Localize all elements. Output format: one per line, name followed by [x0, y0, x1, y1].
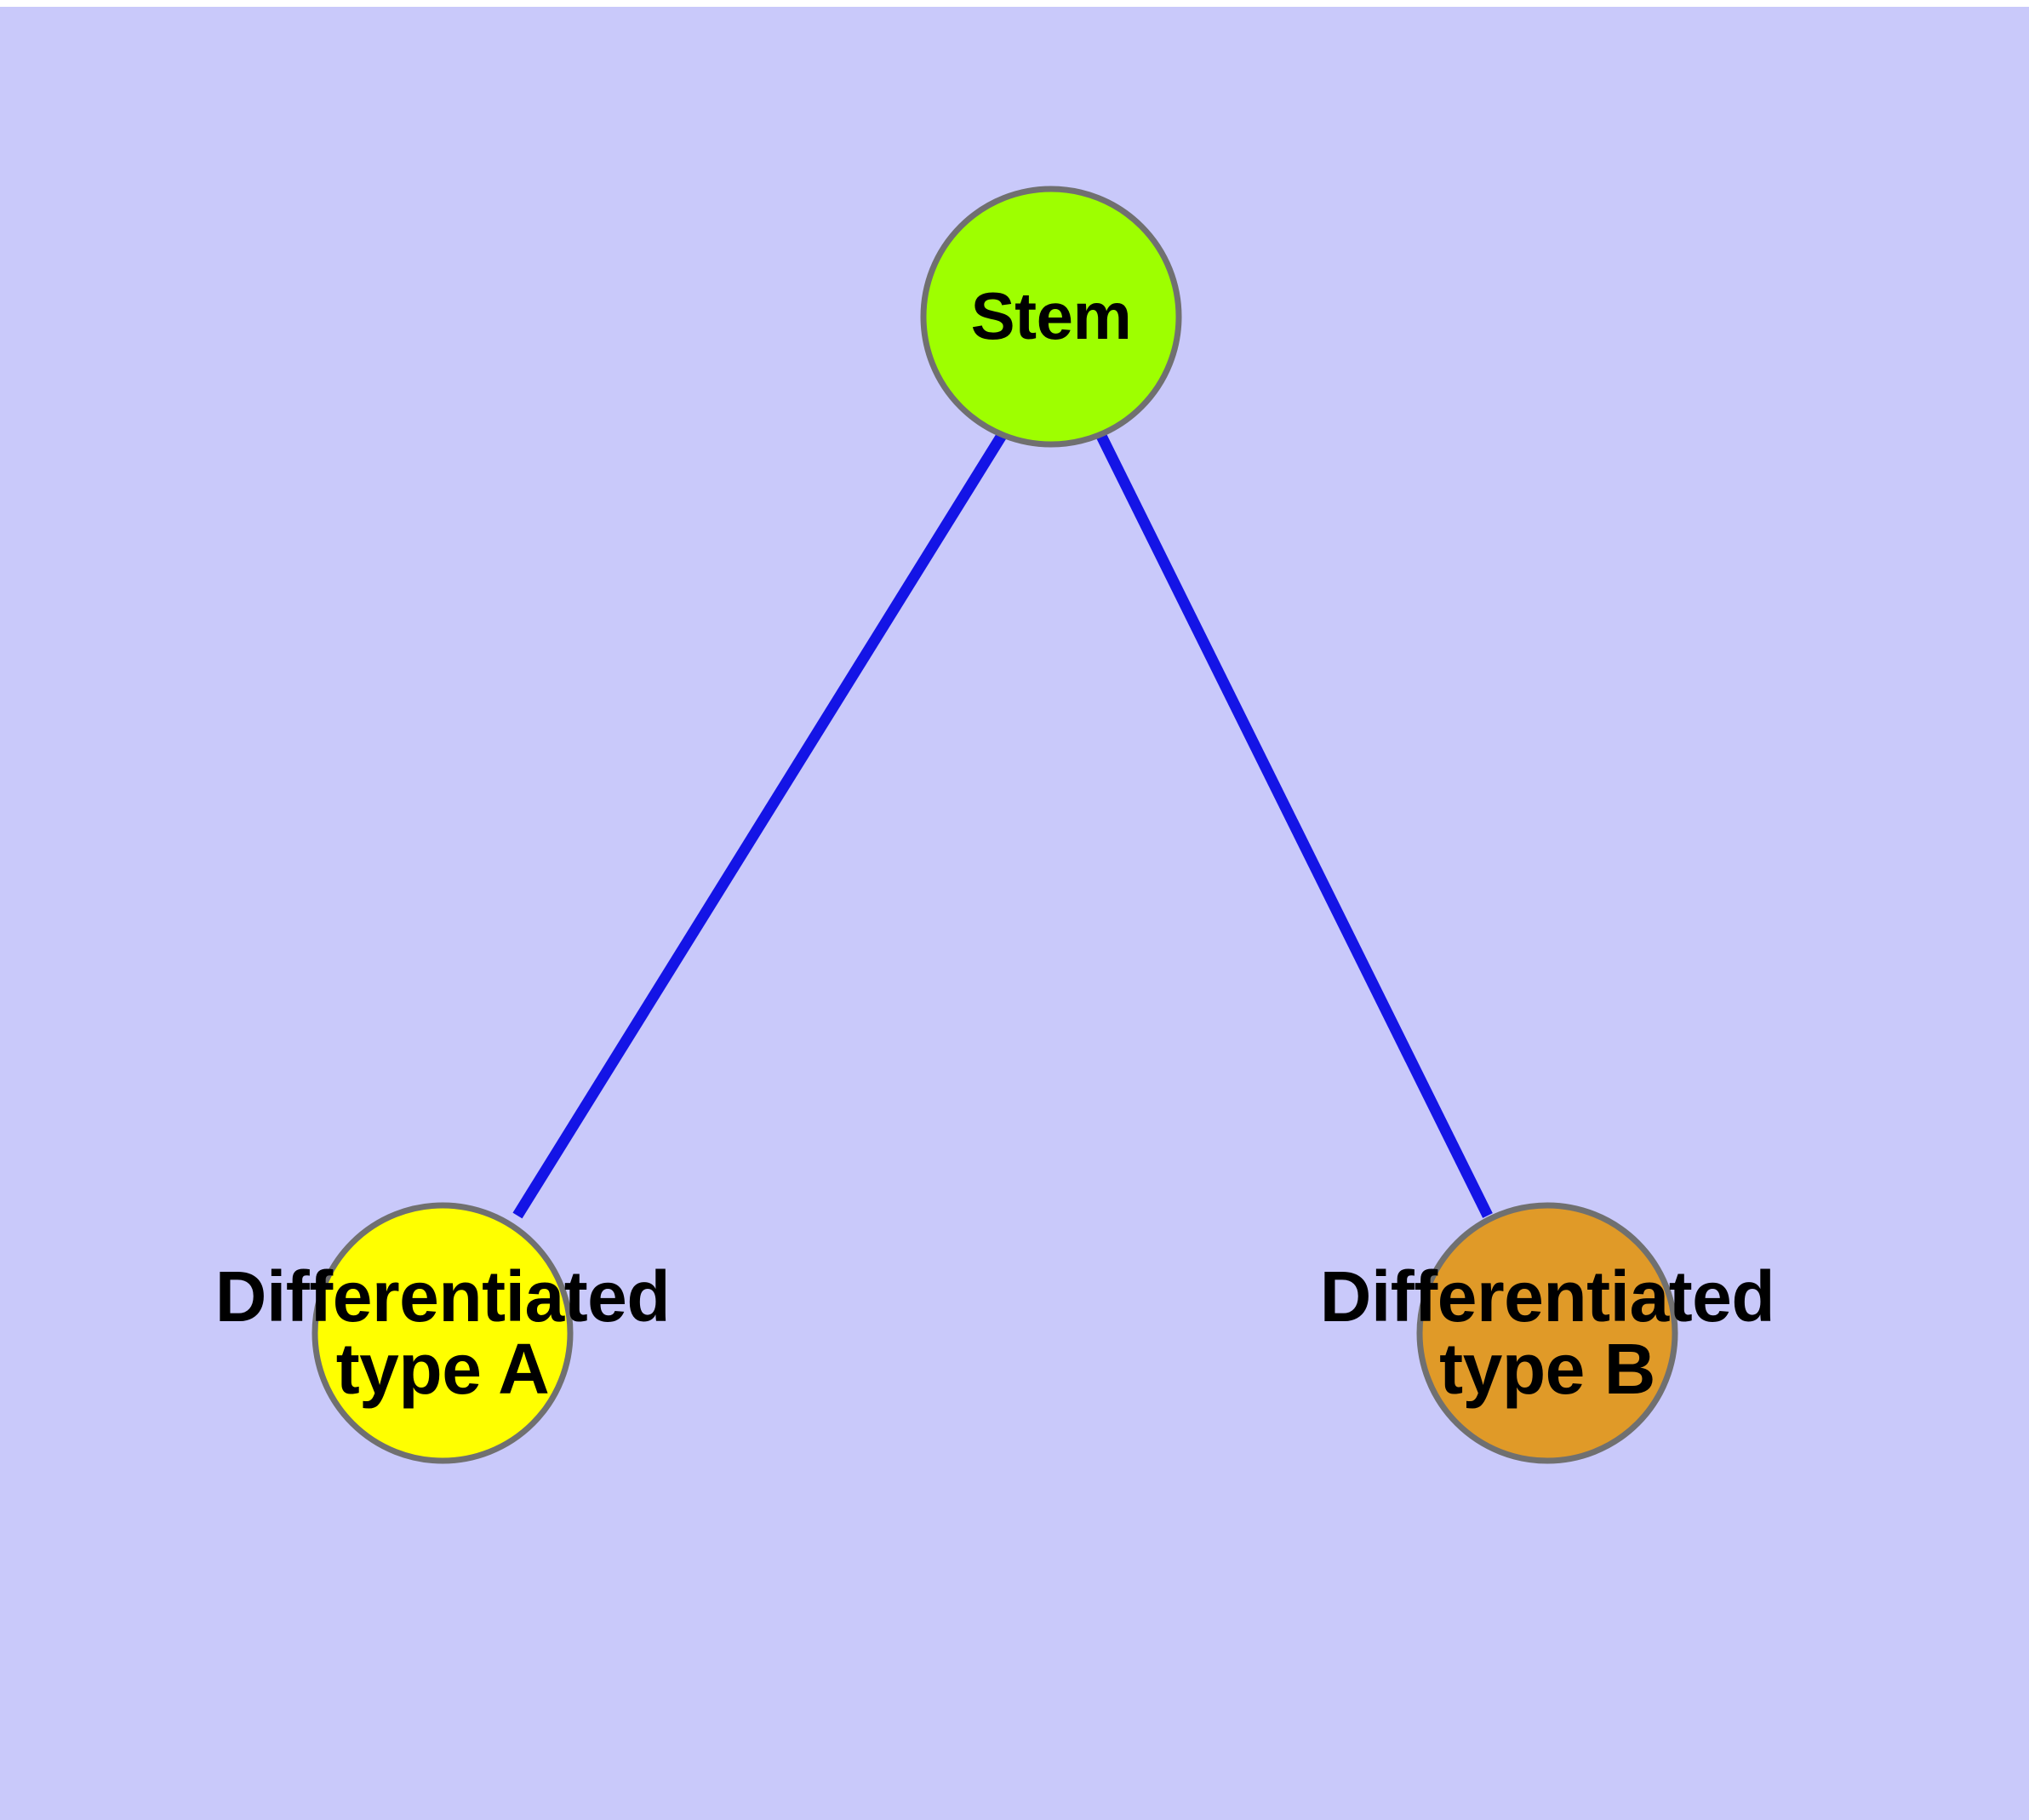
node-stem[interactable]: [920, 186, 1182, 448]
node-layer: [311, 186, 1678, 1464]
edge-stem-to-differentiated-type-b[interactable]: [1095, 432, 1493, 1218]
node-differentiated-type-a[interactable]: [311, 1202, 574, 1464]
top-white-strip: [0, 0, 2029, 7]
edge-stem-to-differentiated-type-a[interactable]: [512, 431, 1008, 1219]
edge-layer: [512, 431, 1493, 1219]
node-differentiated-type-b[interactable]: [1416, 1202, 1678, 1464]
